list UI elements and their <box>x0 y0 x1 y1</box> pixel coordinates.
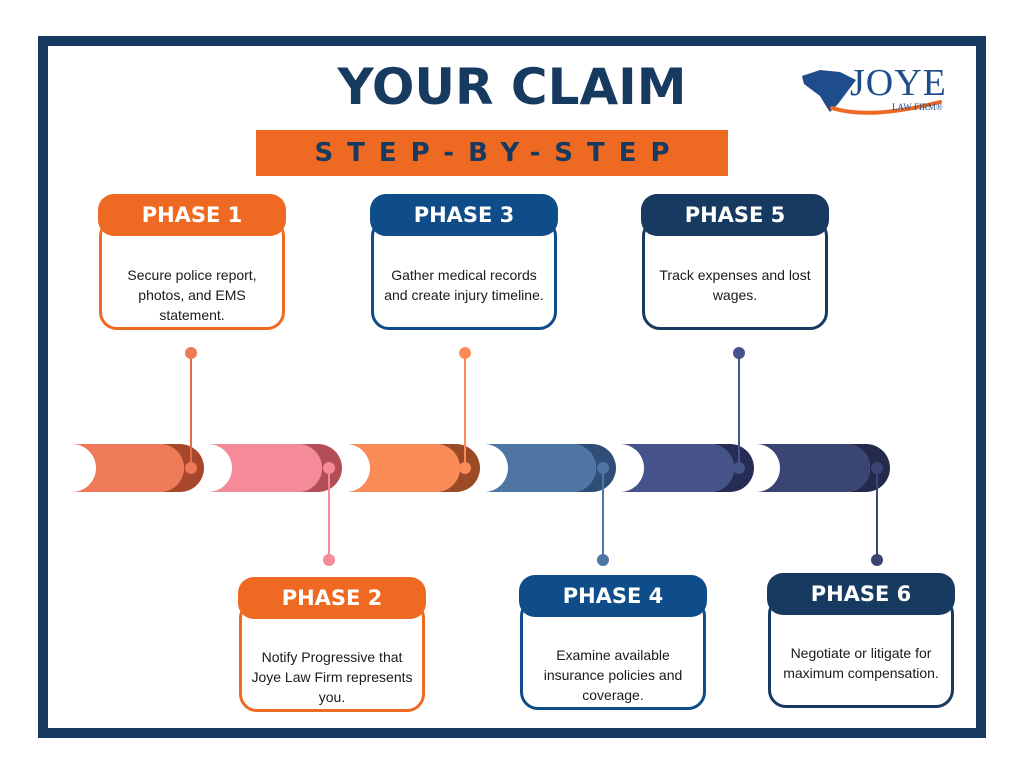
timeline-segment-4 <box>484 444 616 492</box>
timeline-segment-2 <box>208 444 342 492</box>
connector-phase-5 <box>733 347 745 474</box>
south-carolina-state-icon <box>802 70 856 112</box>
timeline-segment-5 <box>620 444 754 492</box>
phase-1-label: PHASE 1 <box>98 194 286 236</box>
phase-2-label: PHASE 2 <box>238 577 426 619</box>
timeline-segment-6 <box>756 444 890 492</box>
page-title: YOUR CLAIM <box>337 58 687 116</box>
phase-2-description: Notify Progressive that Joye Law Firm re… <box>251 649 413 705</box>
logo-subtitle: LAW FIRM® <box>892 102 943 112</box>
phase-1-description: Secure police report, photos, and EMS st… <box>127 267 257 323</box>
joye-law-firm-logo: JOYE LAW FIRM® <box>800 62 960 122</box>
phase-3-label: PHASE 3 <box>370 194 558 236</box>
subtitle-banner: STEP-BY-STEP <box>256 130 728 176</box>
subtitle-text: STEP-BY-STEP <box>314 138 684 168</box>
connector-phase-1 <box>185 347 197 474</box>
phase-5-card: Track expenses and lost wages. <box>642 218 828 330</box>
phase-1-card: Secure police report, photos, and EMS st… <box>99 218 285 330</box>
phase-5-label: PHASE 5 <box>641 194 829 236</box>
timeline-segment-1 <box>72 444 204 492</box>
logo-wordmark: JOYE <box>850 62 947 104</box>
phase-3-description: Gather medical records and create injury… <box>384 267 544 303</box>
logo-swoosh <box>830 100 942 115</box>
connector-phase-6 <box>871 462 883 566</box>
connector-phase-4 <box>597 462 609 566</box>
phase-6-description: Negotiate or litigate for maximum compen… <box>783 645 939 681</box>
connector-phase-2 <box>323 462 335 566</box>
phase-4-label: PHASE 4 <box>519 575 707 617</box>
phase-4-description: Examine available insurance policies and… <box>543 647 683 703</box>
phase-6-label: PHASE 6 <box>767 573 955 615</box>
phase-5-description: Track expenses and lost wages. <box>659 267 811 303</box>
connector-phase-3 <box>459 347 471 474</box>
timeline-segment-3 <box>346 444 480 492</box>
